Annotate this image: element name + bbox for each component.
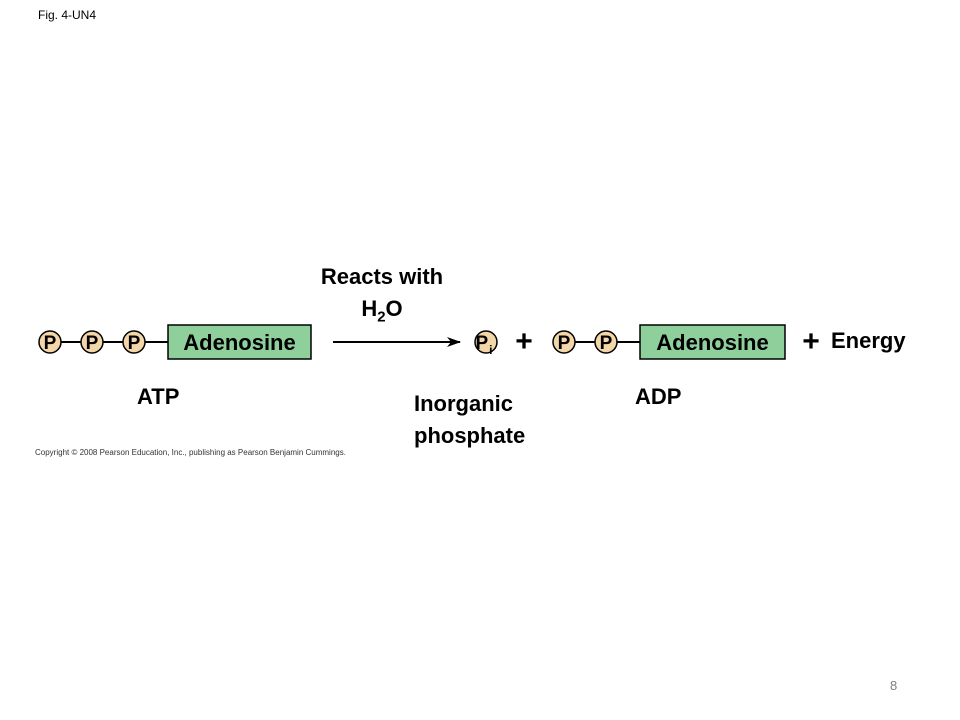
adp-adenosine-label: Adenosine <box>656 330 768 355</box>
atp-caption: ATP <box>137 384 180 409</box>
atp-phosphate-2-label: P <box>86 333 99 354</box>
atp-phosphate-1 <box>38 330 62 354</box>
atp-adenosine-label: Adenosine <box>183 330 295 355</box>
adp-phosphate-2-label: P <box>600 333 613 354</box>
inorganic-caption-line2: phosphate <box>414 423 526 448</box>
inorganic-caption-line1: Inorganic <box>414 391 514 416</box>
copyright-notice: Copyright © 2008 Pearson Education, Inc.… <box>35 448 346 457</box>
atp-phosphate-2 <box>80 330 104 354</box>
arrow-label: Reacts with <box>320 264 444 289</box>
adp-phosphate-1 <box>552 330 576 354</box>
atp-molecule: P P P Adenosine <box>38 324 312 360</box>
water-o: O <box>385 296 403 321</box>
atp-phosphate-3 <box>122 330 146 354</box>
page-number: 8 <box>890 678 898 693</box>
water-subscript: 2 <box>377 308 386 326</box>
adp-phosphate-1-label: P <box>558 333 571 354</box>
adp-molecule: P P Adenosine <box>552 324 786 360</box>
adp-caption: ADP <box>635 384 682 409</box>
adp-adenosine-box <box>639 324 786 360</box>
atp-phosphate-3-label: P <box>128 333 141 354</box>
figure-label: Fig. 4-UN4 <box>38 8 97 22</box>
pi-circle <box>474 330 498 354</box>
adp-phosphate-2 <box>594 330 618 354</box>
inorganic-phosphate: Pi <box>474 330 498 357</box>
pi-symbol: Pi <box>475 333 492 357</box>
inorganic-phosphate-caption: Inorganic phosphate <box>414 388 525 452</box>
atp-phosphate-1-label: P <box>44 333 57 354</box>
water-formula: H2O <box>292 296 472 325</box>
plus-sign-2: + <box>802 325 820 358</box>
water-h: H <box>361 296 378 321</box>
atp-adenosine-box <box>167 324 312 360</box>
energy-label: Energy <box>831 328 906 353</box>
plus-sign-1: + <box>515 325 533 358</box>
